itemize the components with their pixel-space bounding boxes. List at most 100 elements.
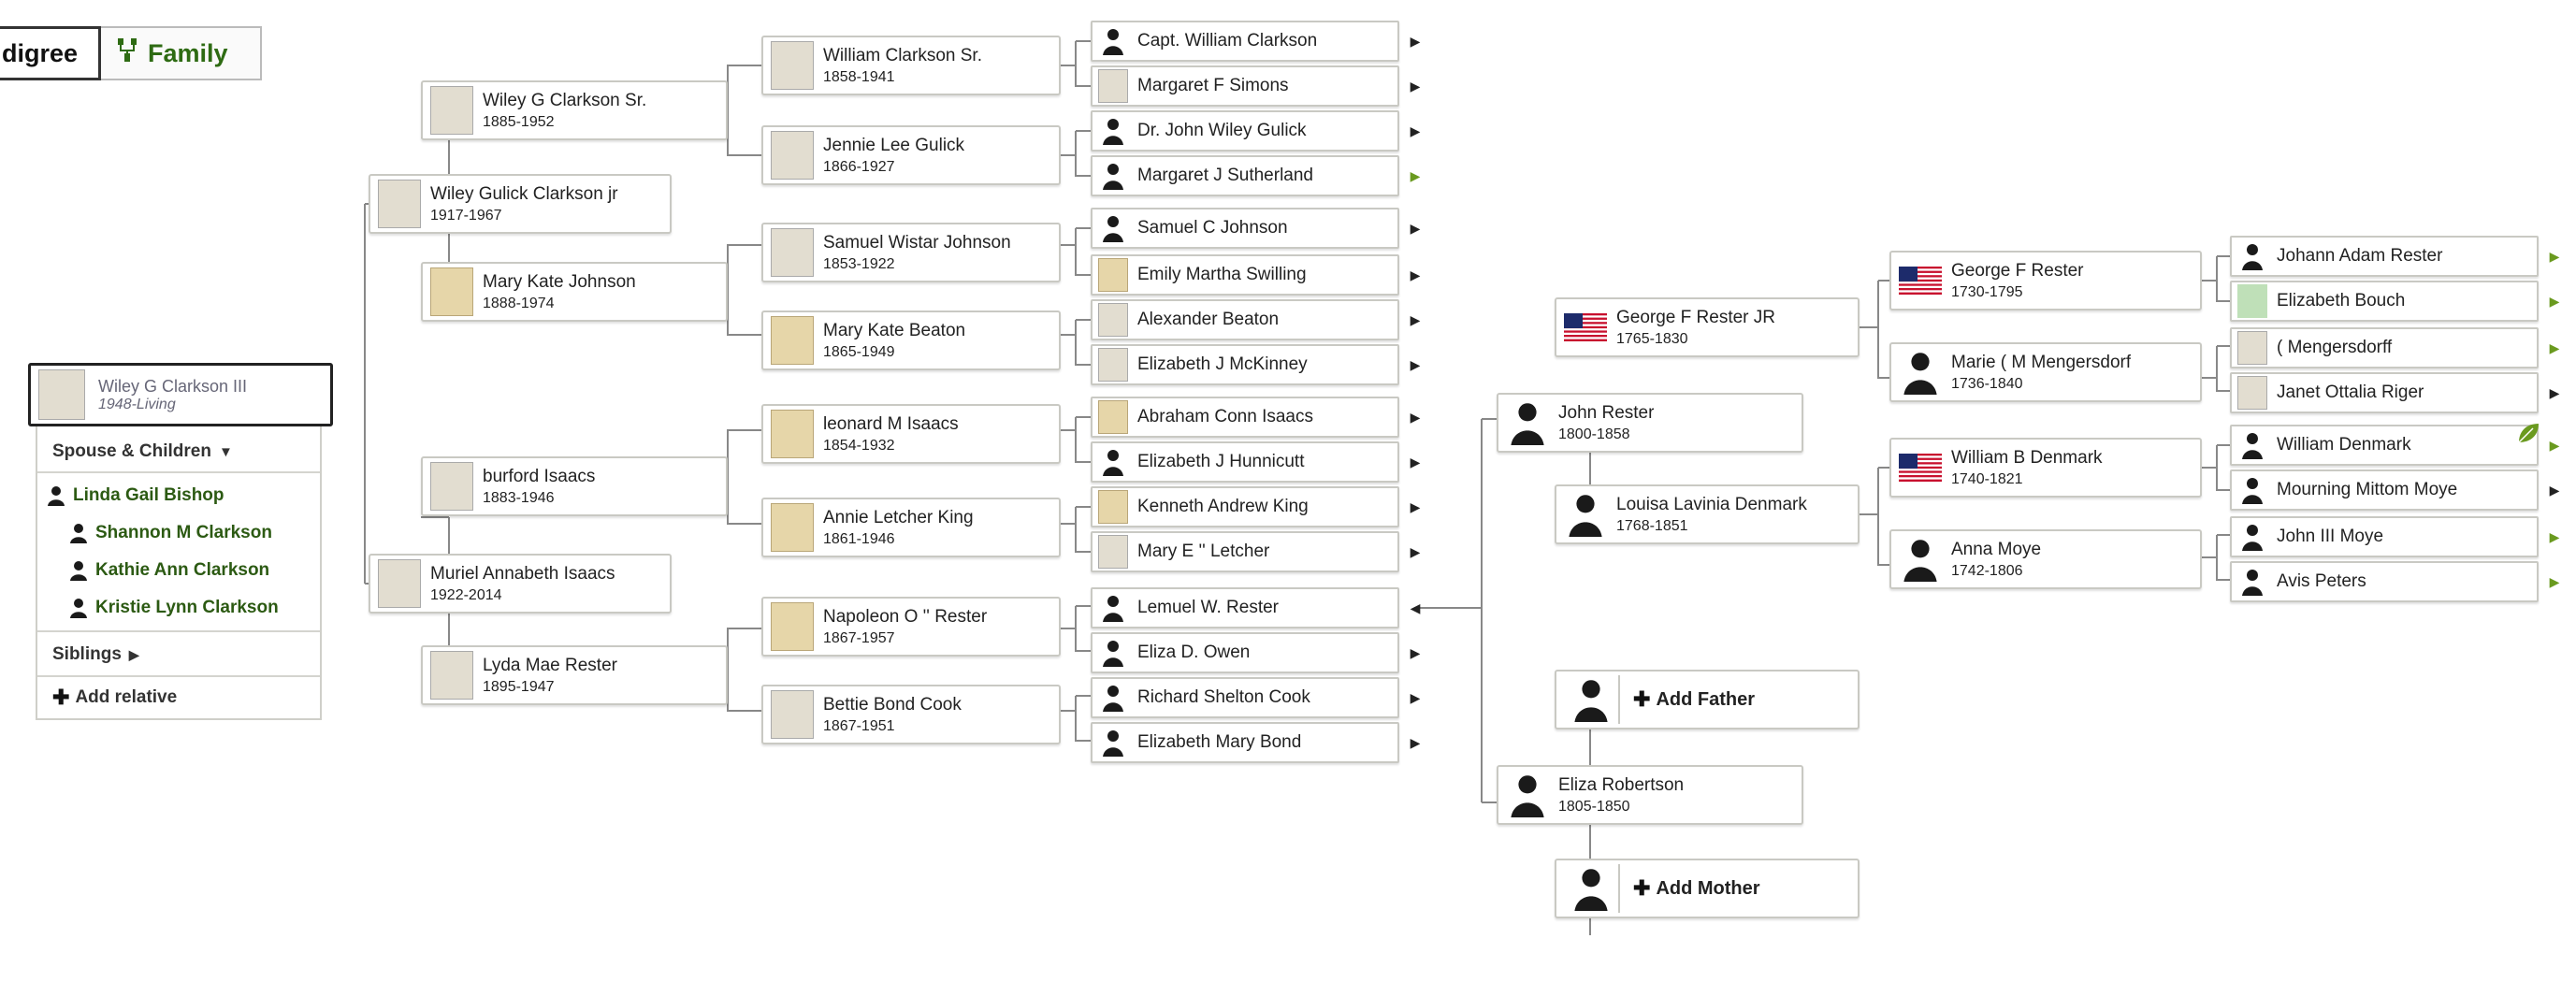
- ancestor-box[interactable]: Abraham Conn Isaacs: [1091, 397, 1399, 438]
- ancestor-box[interactable]: Alexander Beaton: [1091, 299, 1399, 340]
- expand-arrow[interactable]: ▶: [1410, 220, 1421, 236]
- divider: [37, 675, 320, 677]
- person-dates: 1895-1947: [483, 678, 555, 695]
- expand-arrow[interactable]: ▶: [1410, 33, 1421, 49]
- ancestor-box[interactable]: Elizabeth J McKinney: [1091, 344, 1399, 385]
- great-grandparent-box[interactable]: Samuel Wistar Johnson 1853-1922: [761, 223, 1061, 282]
- child-link[interactable]: Shannon M Clarkson: [37, 516, 352, 550]
- person-name: William Clarkson Sr.: [823, 45, 982, 65]
- ancestor-box[interactable]: Emily Martha Swilling: [1091, 254, 1399, 296]
- ancestor-box[interactable]: Kenneth Andrew King: [1091, 486, 1399, 527]
- expand-arrow[interactable]: ▶: [1410, 356, 1421, 372]
- family-view-tab[interactable]: Family: [101, 26, 262, 80]
- person-photo: [378, 559, 421, 608]
- ancestor-box[interactable]: William Denmark: [2230, 425, 2539, 466]
- ancestor-box[interactable]: Margaret F Simons: [1091, 65, 1399, 107]
- collapse-arrow[interactable]: ◀: [1410, 599, 1421, 615]
- ancestor-box[interactable]: Elizabeth J Hunnicutt: [1091, 441, 1399, 483]
- spouse-children-toggle[interactable]: Spouse & Children ▼: [37, 436, 335, 468]
- person-photo: [771, 131, 814, 180]
- ancestor-box[interactable]: Elizabeth Mary Bond: [1091, 722, 1399, 763]
- ancestor-box[interactable]: Samuel C Johnson: [1091, 208, 1399, 249]
- ancestor-box[interactable]: Margaret J Sutherland: [1091, 155, 1399, 196]
- child-link[interactable]: Kathie Ann Clarkson: [37, 554, 352, 587]
- expand-arrow[interactable]: ▶: [2549, 339, 2560, 355]
- expand-arrow[interactable]: ▶: [1410, 167, 1421, 183]
- siblings-toggle[interactable]: Siblings ▶: [37, 638, 335, 672]
- person-photo: [1098, 400, 1128, 434]
- ancestor-box[interactable]: Dr. John Wiley Gulick: [1091, 110, 1399, 152]
- great-grandparent-box[interactable]: William Clarkson Sr.1858-1941: [761, 36, 1061, 95]
- expand-arrow[interactable]: ▶: [1410, 311, 1421, 327]
- expand-arrow[interactable]: ▶: [2549, 528, 2560, 544]
- expand-arrow[interactable]: ▶: [2549, 248, 2560, 264]
- expand-arrow[interactable]: ▶: [1410, 409, 1421, 425]
- person-dates: 1730-1795: [1951, 283, 2023, 300]
- expand-arrow[interactable]: ▶: [1410, 498, 1421, 514]
- expand-arrow[interactable]: ▶: [2549, 437, 2560, 453]
- add-mother-button[interactable]: ✚ Add Mother: [1555, 859, 1860, 918]
- ancestor-box[interactable]: Johann Adam Rester: [2230, 236, 2539, 277]
- ancestor-box[interactable]: Capt. William Clarkson: [1091, 21, 1399, 62]
- ancestor-box[interactable]: ( Mengersdorff: [2230, 327, 2539, 368]
- person-name: Samuel Wistar Johnson: [823, 232, 1011, 253]
- expand-arrow[interactable]: ▶: [2549, 573, 2560, 589]
- ancestor-box[interactable]: Mourning Mittom Moye: [2230, 469, 2539, 511]
- expand-arrow[interactable]: ▶: [2549, 293, 2560, 309]
- add-relative-button[interactable]: ✚ Add relative: [37, 681, 335, 715]
- person-name: Elizabeth Mary Bond: [1137, 732, 1302, 752]
- expand-arrow[interactable]: ▶: [1410, 267, 1421, 282]
- expand-arrow[interactable]: ▶: [1410, 644, 1421, 660]
- person-silhouette-icon: [2237, 565, 2267, 599]
- us-flag-icon: [1564, 303, 1607, 352]
- person-name: Margaret F Simons: [1137, 76, 1289, 95]
- spouse-link[interactable]: Linda Gail Bishop: [37, 479, 329, 513]
- person-dates: 1885-1952: [483, 113, 555, 130]
- expand-arrow[interactable]: ▶: [1410, 689, 1421, 705]
- person-dates: 1853-1922: [823, 255, 895, 272]
- expand-arrow[interactable]: ▶: [1410, 543, 1421, 559]
- leaf-hint-icon[interactable]: [2516, 421, 2540, 445]
- ancestor-box[interactable]: Avis Peters: [2230, 561, 2539, 602]
- ancestor-box[interactable]: Mary E '' Letcher: [1091, 531, 1399, 572]
- expand-arrow[interactable]: ▶: [2549, 384, 2560, 400]
- ancestor-box[interactable]: Elizabeth Bouch: [2230, 281, 2539, 322]
- ancestor-box[interactable]: Janet Ottalia Riger: [2230, 372, 2539, 413]
- child-link[interactable]: Kristie Lynn Clarkson: [37, 591, 352, 625]
- ancestor-box[interactable]: Eliza D. Owen: [1091, 632, 1399, 673]
- add-father-button[interactable]: ✚ Add Father: [1555, 670, 1860, 729]
- grandparent-box[interactable]: Wiley G Clarkson Sr.1885-1952: [421, 80, 728, 140]
- focus-person-box[interactable]: Wiley G Clarkson III 1948-Living: [28, 363, 333, 426]
- pedigree-view-tab[interactable]: digree: [0, 26, 101, 80]
- person-dates: 1740-1821: [1951, 470, 2023, 487]
- pedigree-tab-label: digree: [2, 38, 79, 67]
- expand-arrow[interactable]: ▶: [2549, 482, 2560, 498]
- person-name: Dr. John Wiley Gulick: [1137, 121, 1307, 140]
- expand-arrow[interactable]: ▶: [1410, 734, 1421, 750]
- expand-arrow[interactable]: ▶: [1410, 454, 1421, 469]
- expand-arrow[interactable]: ▶: [1410, 123, 1421, 138]
- expand-arrow[interactable]: ▶: [1410, 78, 1421, 94]
- ancestor-box[interactable]: Richard Shelton Cook: [1091, 677, 1399, 718]
- ancestor-box[interactable]: Lemuel W. Rester: [1091, 587, 1399, 628]
- ancestor-box[interactable]: John III Moye: [2230, 516, 2539, 557]
